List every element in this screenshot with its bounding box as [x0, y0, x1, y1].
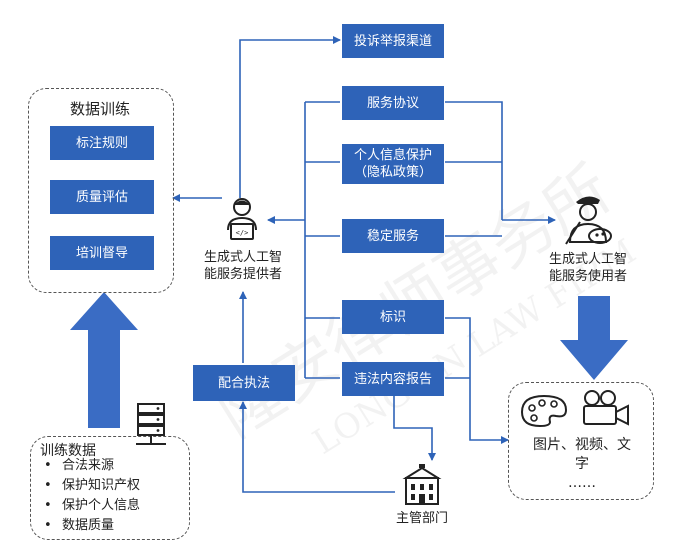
arrow-to-user [445, 101, 503, 220]
illegal-report-box: 违法内容报告 [342, 362, 444, 396]
training-data-group [30, 436, 190, 540]
artist-user-icon [565, 196, 612, 245]
quality-eval-box: 质量评估 [50, 180, 154, 214]
output-line2: 字 [575, 456, 589, 472]
provider-label: 生成式人工智 能服务提供者 [193, 249, 293, 283]
complaint-channel-box: 投诉举报渠道 [342, 24, 444, 58]
training-data-list: 合法来源 保护知识产权 保护个人信息 数据质量 [44, 456, 140, 536]
authority-label: 主管部门 [395, 511, 448, 526]
user-label-line2: 能服务使用者 [548, 269, 627, 284]
data-training-group [28, 88, 174, 293]
user-label-line1: 生成式人工智 [548, 252, 627, 267]
database-server-icon [136, 403, 166, 445]
training-data-item: 保护知识产权 [44, 476, 140, 496]
arrow-authority-cooperate [239, 401, 395, 493]
privacy-line1: 个人信息保护 [353, 148, 432, 163]
training-data-title: 训练数据 [40, 443, 96, 459]
provider-label-line1: 生成式人工智 [203, 250, 282, 265]
annotation-rules-box: 标注规则 [50, 126, 154, 160]
training-supervision-box: 培训督导 [50, 236, 154, 270]
stable-service-box: 稳定服务 [342, 219, 444, 253]
arrow-labeling-output [445, 317, 509, 444]
government-building-icon [402, 464, 442, 505]
service-agreement-box: 服务协议 [342, 86, 444, 120]
big-arrow-down [560, 296, 628, 380]
big-arrow-up [70, 292, 138, 428]
palette-icon [520, 394, 568, 428]
privacy-line2: （隐私政策） [353, 165, 432, 180]
training-data-item: 数据质量 [44, 516, 140, 536]
training-data-item: 合法来源 [44, 456, 140, 476]
output-line3: …… [568, 475, 596, 491]
user-label: 生成式人工智 能服务使用者 [538, 251, 638, 285]
arrow-report-authority [393, 393, 436, 461]
cooperate-enforcement-box: 配合执法 [193, 365, 295, 401]
labeling-box: 标识 [342, 300, 444, 334]
arrow-to-complaint [239, 36, 341, 198]
provider-person-icon: </> [227, 198, 257, 240]
privacy-policy-box: 个人信息保护 （隐私政策） [342, 144, 444, 184]
data-training-title: 数据训练 [70, 100, 131, 118]
output-text: 图片、视频、文 字 …… [512, 436, 652, 493]
video-camera-icon [583, 390, 629, 426]
output-line1: 图片、视频、文 [533, 437, 631, 453]
provider-label-line2: 能服务提供者 [203, 267, 282, 282]
svg-text:</>: </> [236, 229, 249, 237]
output-content-group [508, 382, 654, 500]
training-data-item: 保护个人信息 [44, 496, 140, 516]
